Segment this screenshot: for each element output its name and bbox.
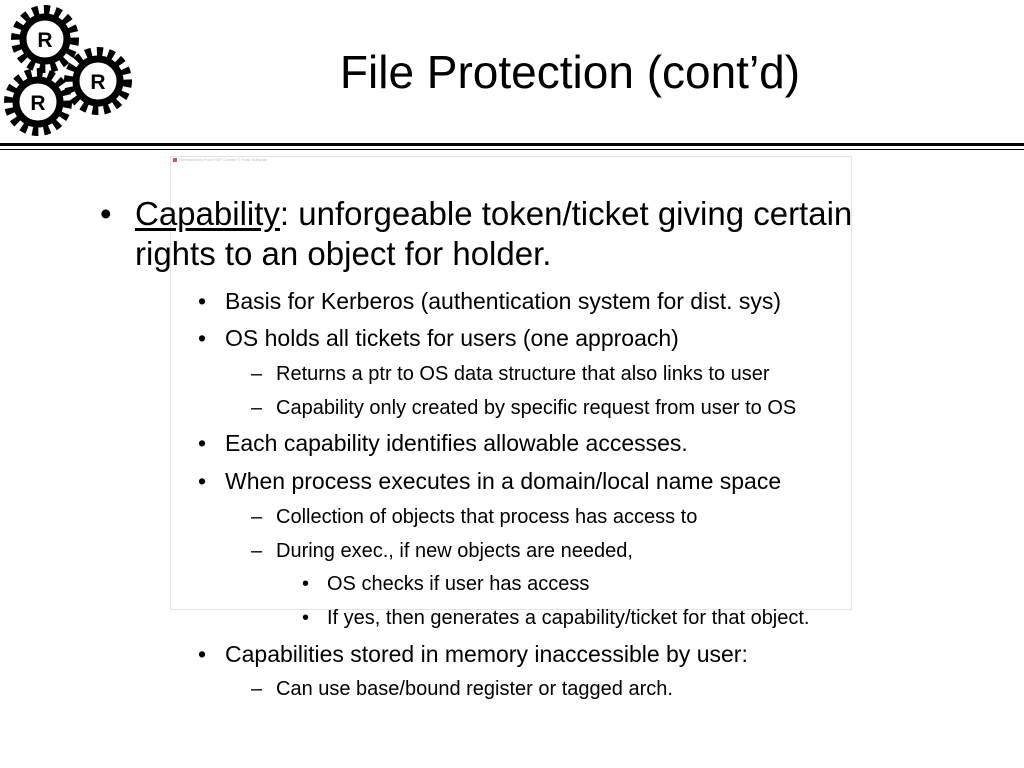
gear-letter: R bbox=[30, 92, 45, 115]
bullet-item: – Capability only created by specific re… bbox=[251, 395, 796, 421]
gear-icon bbox=[4, 68, 72, 136]
faint-frame-icon bbox=[173, 158, 177, 162]
bullet-text: Returns a ptr to OS data structure that … bbox=[276, 363, 770, 385]
bullet-item: • Capabilities stored in memory inaccess… bbox=[198, 639, 748, 669]
dash-marker: – bbox=[251, 678, 263, 700]
bullet-capability: • Capability: unforgeable token/ticket g… bbox=[100, 194, 895, 274]
bullet-text: OS holds all tickets for users (one appr… bbox=[225, 325, 679, 351]
slide-title: File Protection (cont’d) bbox=[339, 46, 801, 98]
bullet-item: – Can use base/bound register or tagged … bbox=[251, 676, 673, 702]
gear-letter: R bbox=[37, 29, 52, 52]
bullet-marker: • bbox=[100, 195, 112, 232]
bullet-text: Can use base/bound register or tagged ar… bbox=[276, 678, 673, 700]
bullet-item: • If yes, then generates a capability/ti… bbox=[302, 605, 810, 631]
bullet-text: If yes, then generates a capability/tick… bbox=[327, 607, 810, 629]
dash-marker: – bbox=[251, 540, 263, 562]
bullet-item: – Collection of objects that process has… bbox=[251, 504, 697, 530]
gear-icon bbox=[11, 5, 79, 73]
bullet-text: Capability: unforgeable token/ticket giv… bbox=[100, 194, 895, 274]
bullet-marker: • bbox=[198, 430, 207, 456]
bullet-marker: • bbox=[302, 573, 310, 595]
bullet-text: During exec., if new objects are needed, bbox=[276, 540, 633, 562]
bullet-marker: • bbox=[198, 288, 207, 314]
dash-marker: – bbox=[251, 506, 263, 528]
bullet-text: Capabilities stored in memory inaccessib… bbox=[225, 641, 748, 667]
bullet-marker: • bbox=[198, 468, 207, 494]
dash-marker: – bbox=[251, 363, 263, 385]
bullet-item: • OS checks if user has access bbox=[302, 571, 589, 597]
gear-letter: R bbox=[90, 71, 105, 94]
bullet-item: – Returns a ptr to OS data structure tha… bbox=[251, 361, 770, 387]
bullet-marker: • bbox=[302, 607, 310, 629]
title-divider-thick bbox=[0, 143, 1024, 146]
bullet-item: • Each capability identifies allowable a… bbox=[198, 428, 688, 458]
bullet-item: • When process executes in a domain/loca… bbox=[198, 466, 781, 496]
bullet-text: OS checks if user has access bbox=[327, 573, 590, 595]
bullet-text: Capability only created by specific requ… bbox=[276, 397, 797, 419]
gears-logo: R R R bbox=[4, 5, 132, 136]
bullet-text: When process executes in a domain/local … bbox=[225, 468, 782, 494]
bullet-text: Collection of objects that process has a… bbox=[276, 506, 698, 528]
bullet-marker: • bbox=[198, 641, 207, 667]
term-definition: : unforgeable token/ticket giving certai… bbox=[135, 195, 853, 272]
bullet-text: Each capability identifies allowable acc… bbox=[225, 430, 688, 456]
faint-frame-caption: Generated by Foxit PDF Creator © Foxit S… bbox=[179, 157, 268, 162]
gear-icon bbox=[64, 47, 132, 115]
bullet-item: – During exec., if new objects are neede… bbox=[251, 538, 633, 564]
dash-marker: – bbox=[251, 397, 263, 419]
bullet-marker: • bbox=[198, 325, 207, 351]
bullet-item: • Basis for Kerberos (authentication sys… bbox=[198, 286, 781, 316]
term-capability: Capability bbox=[135, 195, 280, 232]
bullet-text: Basis for Kerberos (authentication syste… bbox=[225, 288, 782, 314]
bullet-item: • OS holds all tickets for users (one ap… bbox=[198, 323, 679, 353]
faint-embedded-frame: Generated by Foxit PDF Creator © Foxit S… bbox=[170, 156, 852, 610]
title-divider-thin bbox=[0, 149, 1024, 150]
